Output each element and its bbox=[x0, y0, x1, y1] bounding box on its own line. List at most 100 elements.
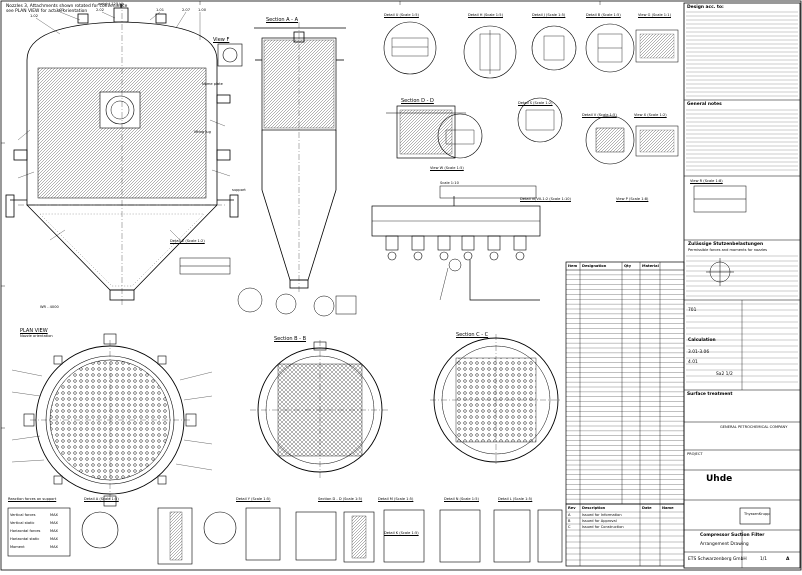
reaction-row-label: Moment bbox=[10, 545, 25, 549]
title-detail-y: Detail Y (Scale 1:5) bbox=[236, 497, 271, 501]
nozzle-table-grid bbox=[565, 261, 685, 505]
reaction-row-value: MAX bbox=[50, 537, 59, 541]
section-c-c bbox=[430, 334, 562, 466]
title-block-grid bbox=[683, 2, 801, 569]
plan-view-sub: Nozzle orientation bbox=[20, 334, 53, 338]
calculation-label: Calculation bbox=[688, 338, 716, 343]
detail-z-drawing bbox=[179, 257, 231, 275]
revision-cell: Issued for Information bbox=[582, 513, 622, 517]
nozzle-table-rows bbox=[566, 269, 684, 500]
reaction-row-value: MAX bbox=[50, 529, 59, 533]
title-detail-v: Detail V (Scale 1:5) bbox=[582, 113, 617, 117]
title-detail-n: Detail N (Scale 1:5) bbox=[444, 497, 479, 501]
revision-cell: A bbox=[568, 513, 571, 517]
rev-label: A bbox=[786, 557, 790, 562]
view-h-manifold bbox=[371, 185, 541, 301]
section-a-a bbox=[254, 22, 346, 292]
revision-cell: Issued for Construction bbox=[582, 525, 624, 529]
reaction-row-label: Horizontal static bbox=[10, 537, 40, 541]
frame-ticks bbox=[1, 1, 601, 429]
nozzle-table-header: Designation bbox=[582, 264, 607, 268]
label-scale: Scale 1:10 bbox=[440, 181, 459, 185]
revision-cell: C bbox=[568, 525, 571, 529]
reaction-row-label: Vertical static bbox=[10, 521, 35, 525]
label-lifting: lifting lug bbox=[194, 130, 211, 134]
revision-table-header: Description bbox=[582, 506, 606, 510]
revision-cell: B bbox=[568, 519, 571, 523]
small-details bbox=[237, 287, 357, 317]
label-a1: 1.02 bbox=[30, 14, 39, 18]
title-plan-view: PLAN VIEW bbox=[20, 328, 48, 334]
vessel-leaders bbox=[17, 11, 231, 241]
reaction-row-value: MAX bbox=[50, 545, 59, 549]
nozzle-loads-sub: Permissible forces and moments for nozzl… bbox=[688, 248, 768, 252]
label-a6: 1.00 bbox=[198, 8, 207, 12]
sheet-label: 1/1 bbox=[760, 557, 768, 562]
title-section-d2: Section D - D (Scale 1:5) bbox=[318, 497, 363, 501]
title-view-f: View F bbox=[213, 37, 230, 43]
label-nameplate: Name plate bbox=[202, 82, 223, 86]
title-detail-j: Detail J (Scale 1:5) bbox=[532, 13, 566, 17]
title-view-r: View R (Scale 1:8) bbox=[690, 179, 723, 183]
title-detail-k: Detail K (Scale 1:5) bbox=[384, 531, 419, 535]
title-detail-h: Detail H (Scale 1:5) bbox=[468, 13, 503, 17]
title-view-w: View W (Scale 1:5) bbox=[430, 166, 464, 170]
company-sub: ThyssenKrupp bbox=[744, 512, 770, 516]
label-a2: 1.03 bbox=[56, 8, 65, 12]
title-detail-m: Detail M (Scale 1:5) bbox=[378, 497, 414, 501]
title-view-g: View G (Scale 1:1) bbox=[638, 13, 671, 17]
title-detail-z: Detail Z (Scale 1:2) bbox=[170, 239, 205, 243]
client-label: GENERAL PETROCHEMICAL COMPANY bbox=[720, 425, 788, 429]
title-detail-u: Detail U (Scale 1:5) bbox=[384, 13, 419, 17]
reaction-row-label: Horizontal forces bbox=[10, 529, 41, 533]
title-section-c: Section C - C bbox=[456, 332, 489, 338]
nozzle-table-header: Qty bbox=[624, 264, 632, 268]
surface-treatment-label: Surface treatment bbox=[687, 392, 733, 397]
title-detail-a: Detail A (Scale 1:5) bbox=[84, 497, 119, 501]
company-name: Uhde bbox=[706, 474, 733, 484]
label-wr: WR - 4000 bbox=[40, 305, 59, 309]
vessel-elevation bbox=[5, 2, 239, 305]
nozzle-table-header: Material bbox=[642, 264, 659, 268]
detail-circles bbox=[383, 21, 635, 165]
code-2: 3.01-3.06 bbox=[688, 350, 710, 355]
title-section-a: Section A - A bbox=[266, 17, 298, 23]
note-line-2: see PLAN VIEW for actual orientation bbox=[6, 9, 88, 14]
label-weight: weight 123 kg bbox=[98, 2, 124, 6]
drawing-sub: Arrangement Drawing bbox=[700, 542, 749, 547]
view-f bbox=[217, 43, 243, 67]
section-b-b bbox=[250, 340, 390, 480]
nozzle-loads-title: Zulässige Stutzenbelastungen bbox=[688, 242, 764, 247]
title-detail-s: Detail S (Scale 1:2) bbox=[518, 101, 553, 105]
revision-table-header: Date bbox=[642, 506, 652, 510]
title-detail-l: Detail L (Scale 1:5) bbox=[498, 497, 533, 501]
code-3: 4.01 bbox=[688, 360, 698, 365]
title-section-d: Section D - D bbox=[401, 98, 434, 104]
sa-label: Sa2 1/2 bbox=[716, 372, 733, 377]
detail-internals bbox=[391, 30, 625, 153]
company-logo bbox=[739, 507, 771, 525]
general-notes-label: General notes bbox=[687, 102, 722, 107]
reaction-row-label: Vertical forces bbox=[10, 513, 36, 517]
label-support: support bbox=[232, 188, 246, 192]
revision-cell: Issued for Approval bbox=[582, 519, 617, 523]
project-label: PROJECT bbox=[687, 452, 703, 456]
title-section-b: Section B - B bbox=[274, 336, 307, 342]
note-line-1: Nozzles 3, Attachments shown rotated for… bbox=[6, 4, 128, 9]
section-d-d bbox=[386, 105, 466, 159]
bottom-details bbox=[7, 507, 563, 565]
title-view-p: View P (Scale 1:8) bbox=[616, 197, 649, 201]
code-1: 701 bbox=[688, 308, 697, 313]
nozzle-load-sketch bbox=[706, 258, 734, 286]
reaction-title: Reaction forces on support bbox=[8, 497, 57, 501]
reaction-row-value: MAX bbox=[50, 513, 59, 517]
label-a5: 2.07 bbox=[182, 8, 191, 12]
revision-table-header: Rev bbox=[568, 506, 576, 510]
label-a3: 2.02 bbox=[96, 8, 105, 12]
nozzle-table-header: Item bbox=[568, 264, 578, 268]
title-detail-vue: Detail VI/VII-1:2 (Scale 1:10) bbox=[520, 197, 571, 201]
revision-table-header: Name bbox=[662, 506, 674, 510]
